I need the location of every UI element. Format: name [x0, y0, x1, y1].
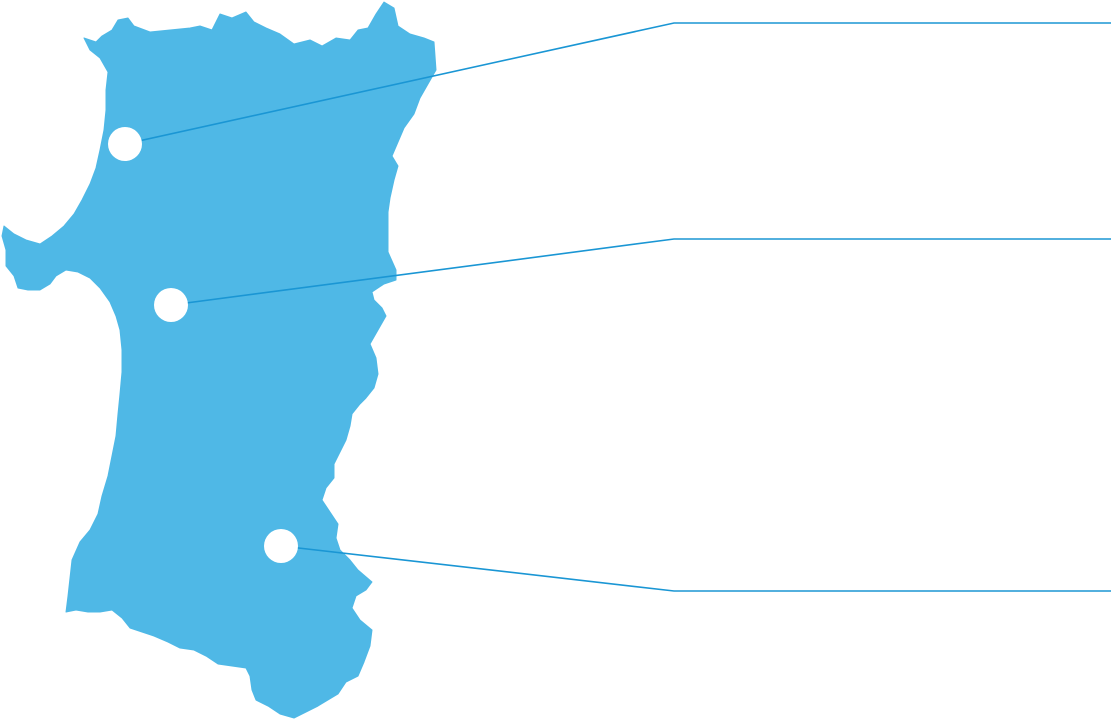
location-marker-north[interactable]: [108, 127, 142, 161]
location-marker-central[interactable]: [154, 288, 188, 322]
region-landmass: [1, 1, 437, 719]
leader-line-central: [170, 238, 1111, 306]
leader-line-north: [124, 22, 1111, 145]
leader-line-south: [280, 545, 1111, 592]
location-marker-south[interactable]: [264, 529, 298, 563]
